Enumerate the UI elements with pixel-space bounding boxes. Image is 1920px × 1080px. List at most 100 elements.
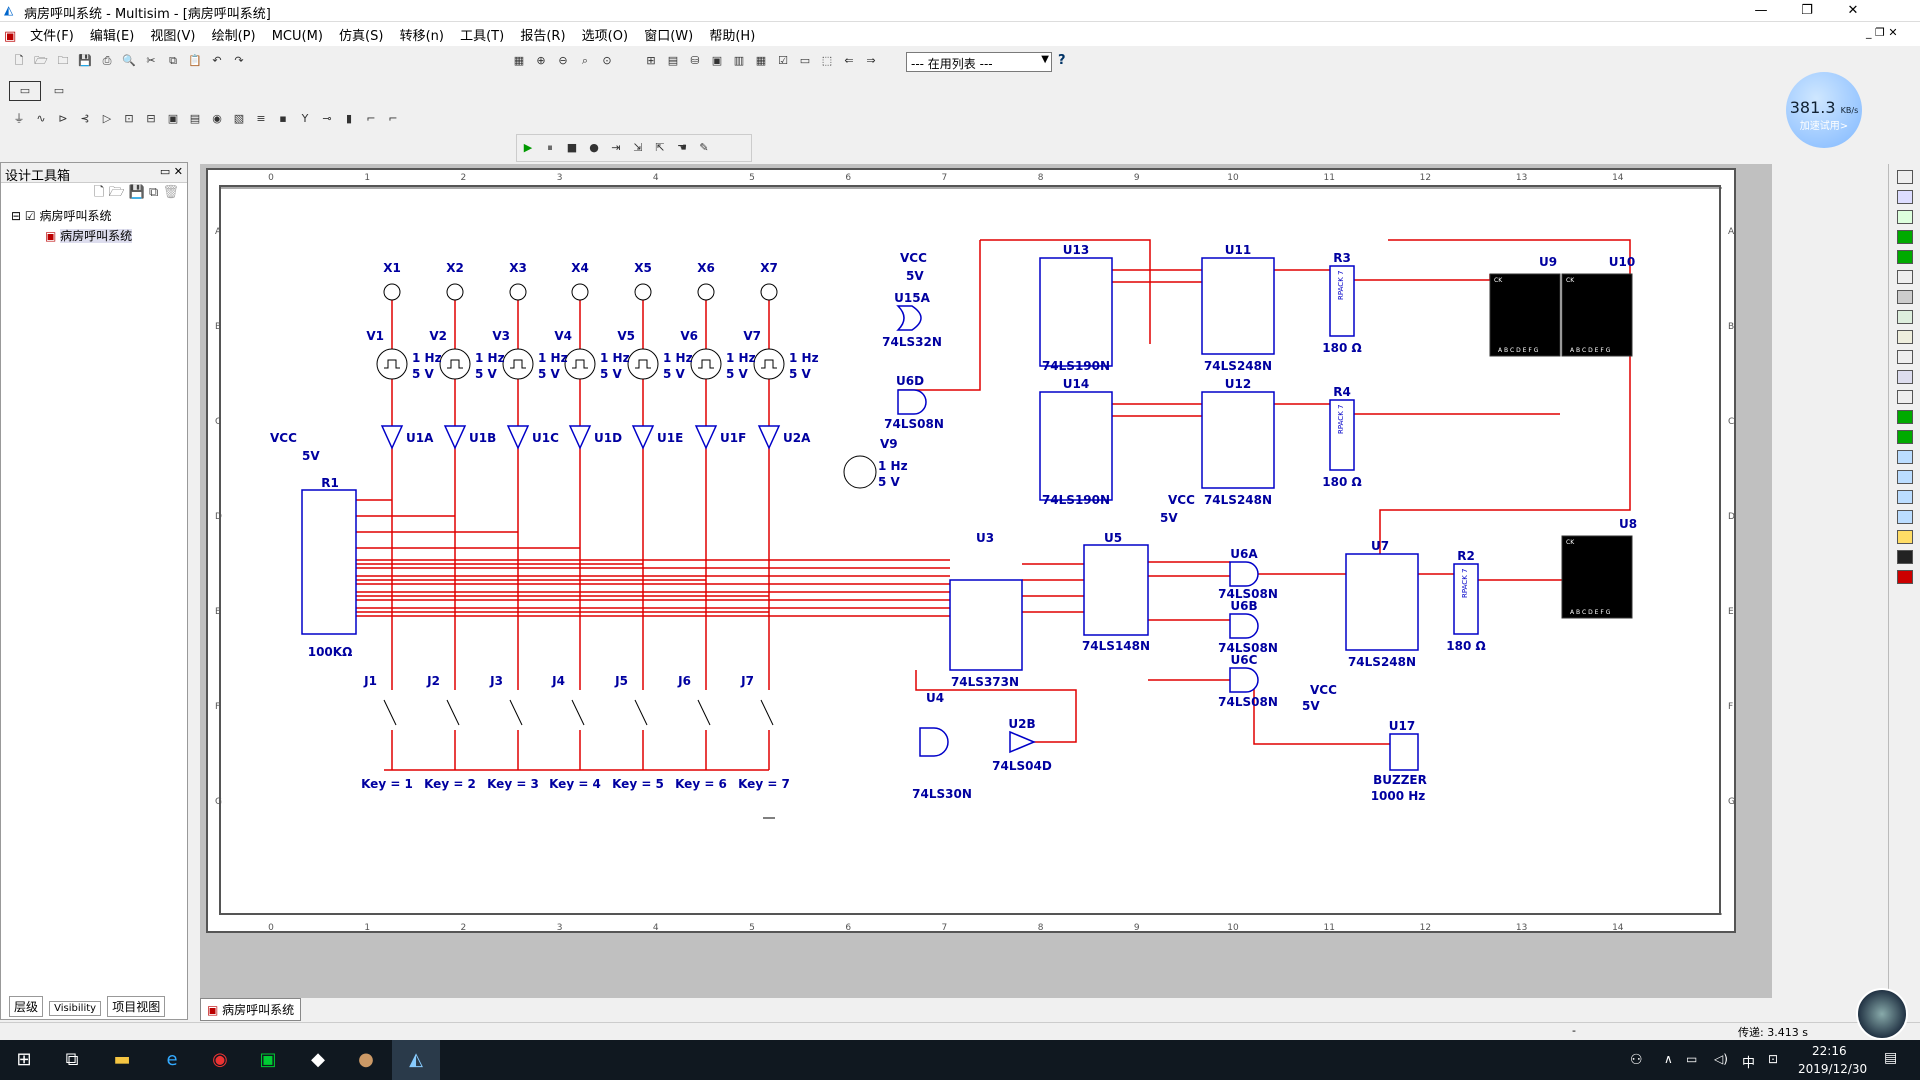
ttl-icon[interactable]: ⊡ bbox=[124, 112, 134, 125]
grid-view-icon[interactable]: ▭ bbox=[53, 84, 65, 97]
wattmeter-icon[interactable] bbox=[1896, 210, 1913, 224]
menu-help[interactable]: 帮助(H) bbox=[709, 29, 756, 44]
spectrum-analyzer-icon[interactable] bbox=[1896, 410, 1913, 424]
erc-icon[interactable]: ☑ bbox=[778, 54, 788, 67]
open-sheet-icon[interactable]: 🗁 bbox=[108, 185, 125, 200]
schematic-svg[interactable]: 0011223344556677889910101111121213131414… bbox=[208, 170, 1734, 931]
agilent-scope-icon[interactable] bbox=[1896, 490, 1913, 504]
region-icon[interactable]: ▭ bbox=[799, 54, 811, 67]
tab-hierarchy[interactable]: 层级 bbox=[9, 996, 44, 1017]
labview-icon[interactable] bbox=[1896, 530, 1913, 544]
ime-mode-icon[interactable]: ⊡ bbox=[1768, 1052, 1779, 1066]
menu-file[interactable]: 文件(F) bbox=[30, 29, 74, 44]
electromech-icon[interactable]: ⊸ bbox=[322, 112, 332, 125]
network-speed-widget[interactable]: 381.3 KB/s 加速试用> bbox=[1786, 72, 1862, 148]
new-sheet-icon[interactable]: 🗋 bbox=[93, 185, 105, 200]
save-sheet-icon[interactable]: 💾 bbox=[128, 185, 145, 200]
netease-music-icon[interactable]: ◉ bbox=[212, 1049, 228, 1070]
connector-icon[interactable]: ⌐ bbox=[388, 112, 398, 125]
step-into-icon[interactable]: ⇲ bbox=[633, 141, 643, 154]
notifications-icon[interactable]: ▤ bbox=[1884, 1050, 1898, 1066]
iv-analyzer-icon[interactable] bbox=[1896, 370, 1913, 384]
help-icon[interactable]: ? bbox=[1058, 53, 1066, 68]
game-icon[interactable]: ◆ bbox=[311, 1049, 325, 1070]
menu-simulate[interactable]: 仿真(S) bbox=[339, 29, 384, 44]
bus-icon[interactable]: ⌐ bbox=[366, 112, 376, 125]
ime-indicator[interactable]: 中 bbox=[1742, 1056, 1756, 1071]
inuse-list-select[interactable]: --- 在用列表 --- ▼ bbox=[906, 52, 1052, 72]
advanced-icon[interactable]: ▪ bbox=[279, 112, 287, 125]
open-icon[interactable]: 🗁 bbox=[34, 54, 48, 67]
indicator-icon[interactable]: ◉ bbox=[212, 112, 222, 125]
analysis-icon[interactable]: ▥ bbox=[733, 54, 745, 67]
file-explorer-icon[interactable]: ▬ bbox=[113, 1049, 131, 1070]
avatar-app-icon[interactable]: ● bbox=[358, 1049, 374, 1070]
grapher-icon[interactable]: ▣ bbox=[711, 54, 723, 67]
word-generator-icon[interactable] bbox=[1896, 310, 1913, 324]
probe-icon[interactable]: ✎ bbox=[699, 141, 709, 154]
forward-icon[interactable]: ⇒ bbox=[866, 54, 876, 67]
power-icon[interactable]: ▧ bbox=[233, 112, 245, 125]
clock-date[interactable]: 2019/12/30 bbox=[1798, 1062, 1868, 1076]
logic-converter-icon[interactable] bbox=[1896, 350, 1913, 364]
menu-tools[interactable]: 工具(T) bbox=[460, 29, 505, 44]
function-generator-icon[interactable] bbox=[1896, 190, 1913, 204]
breakpoint-icon[interactable]: ☚ bbox=[677, 141, 687, 154]
stop-icon[interactable]: ■ bbox=[566, 141, 578, 154]
redo-icon[interactable]: ↷ bbox=[234, 54, 244, 67]
mcu-icon[interactable]: ▣ bbox=[167, 112, 179, 125]
print-icon[interactable]: ⎙ bbox=[102, 54, 112, 67]
mdi-controls[interactable]: _ ❐ ✕ bbox=[1866, 26, 1898, 39]
multimeter-icon[interactable] bbox=[1896, 170, 1913, 184]
copy-icon[interactable]: ⧉ bbox=[169, 54, 177, 67]
step-over-icon[interactable]: ⇥ bbox=[611, 141, 621, 154]
menu-place[interactable]: 绘制(P) bbox=[211, 29, 256, 44]
tab-visibility[interactable]: Visibility bbox=[49, 1001, 102, 1016]
spreadsheet-icon[interactable]: ▤ bbox=[667, 54, 679, 67]
close-button[interactable]: ✕ bbox=[1847, 3, 1859, 18]
zoom-out-icon[interactable]: ⊖ bbox=[558, 54, 568, 67]
cmos-icon[interactable]: ⊟ bbox=[146, 112, 156, 125]
menu-transfer[interactable]: 转移(n) bbox=[399, 29, 444, 44]
tray-chevron-icon[interactable]: ∧ bbox=[1664, 1052, 1673, 1066]
start-icon[interactable]: ⊞ bbox=[16, 1049, 32, 1070]
backannotate-icon[interactable]: ⇐ bbox=[844, 54, 854, 67]
panel-close-icon[interactable]: ▭ ✕ bbox=[159, 165, 183, 178]
measurement-probe-icon[interactable] bbox=[1896, 550, 1913, 564]
open-sample-icon[interactable]: 🗀 bbox=[57, 54, 69, 67]
frequency-counter-icon[interactable] bbox=[1896, 290, 1913, 304]
zoom-fit-icon[interactable]: ⊙ bbox=[602, 54, 612, 67]
undo-icon[interactable]: ↶ bbox=[212, 54, 222, 67]
agilent-generator-icon[interactable] bbox=[1896, 450, 1913, 464]
postprocessor-icon[interactable]: ▦ bbox=[755, 54, 767, 67]
fullscreen-icon[interactable]: ▦ bbox=[513, 54, 525, 67]
sheet-tab[interactable]: ▣ 病房呼叫系统 bbox=[200, 998, 302, 1021]
current-probe-icon[interactable] bbox=[1896, 570, 1913, 584]
menu-reports[interactable]: 报告(R) bbox=[520, 29, 566, 44]
iqiyi-icon[interactable]: ▣ bbox=[259, 1049, 277, 1070]
multisim-taskbar-icon[interactable]: ◭ bbox=[392, 1040, 440, 1080]
step-icon[interactable]: ● bbox=[589, 141, 599, 154]
source-icon[interactable]: ⏚ bbox=[13, 112, 25, 125]
rf-icon[interactable]: Y bbox=[301, 112, 309, 125]
basic-icon[interactable]: ∿ bbox=[36, 112, 46, 125]
logic-analyzer-icon[interactable] bbox=[1896, 330, 1913, 344]
database-icon[interactable]: ⛁ bbox=[690, 54, 700, 67]
parts[interactable] bbox=[301, 257, 1633, 819]
distortion-analyzer-icon[interactable] bbox=[1896, 390, 1913, 404]
misc-icon[interactable]: ≡ bbox=[256, 112, 266, 125]
save-icon[interactable]: 💾 bbox=[78, 54, 92, 67]
zoom-area-icon[interactable]: ⌕ bbox=[581, 54, 589, 67]
menu-window[interactable]: 窗口(W) bbox=[644, 29, 694, 44]
close-sheet-icon[interactable]: ⧉ bbox=[149, 185, 159, 200]
tree-root[interactable]: ⊟ ☑ 病房呼叫系统 bbox=[11, 207, 187, 224]
agilent-multimeter-icon[interactable] bbox=[1896, 470, 1913, 484]
run-icon[interactable]: ▶ bbox=[523, 141, 533, 154]
analog-icon[interactable]: ▷ bbox=[102, 112, 112, 125]
paste-icon[interactable]: 📋 bbox=[188, 54, 202, 67]
hier-block-icon[interactable]: ▮ bbox=[345, 112, 353, 125]
hierarchy-icon[interactable]: ⊞ bbox=[646, 54, 656, 67]
edge-icon[interactable]: e bbox=[166, 1049, 178, 1070]
